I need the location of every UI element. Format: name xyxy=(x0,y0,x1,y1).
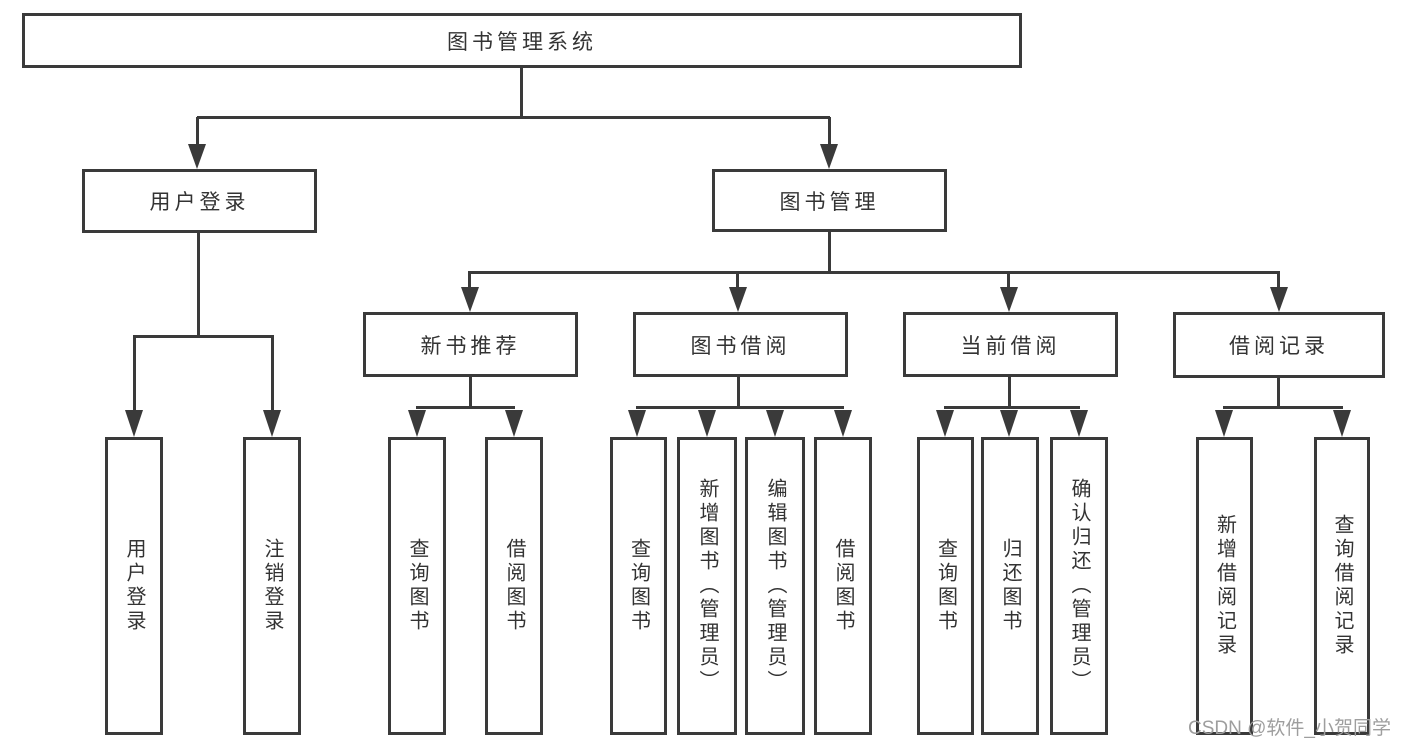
node-new-book-recommend: 新书推荐 xyxy=(363,312,578,377)
arrow-down-icon xyxy=(1215,410,1233,437)
connector-line xyxy=(197,233,200,337)
arrow-down-icon xyxy=(1333,410,1351,437)
leaf-add-book-admin: 新增图书（管理员） xyxy=(677,437,737,735)
watermark: CSDN @软件_小贺同学 xyxy=(1188,718,1391,739)
connector-line xyxy=(1277,271,1280,289)
node-label: 查询图书 xyxy=(406,538,428,634)
node-label: 当前借阅 xyxy=(960,334,1061,358)
node-current-borrow: 当前借阅 xyxy=(903,312,1118,377)
leaf-add-borrow-record: 新增借阅记录 xyxy=(1196,437,1253,735)
node-label: 查询借阅记录 xyxy=(1331,514,1353,658)
node-label: 新书推荐 xyxy=(420,334,521,358)
node-label: 归还图书 xyxy=(999,538,1021,634)
node-label: 确认归还（管理员） xyxy=(1068,478,1090,694)
node-book-borrow: 图书借阅 xyxy=(633,312,848,377)
connector-line xyxy=(271,335,274,413)
leaf-borrow-book: 借阅图书 xyxy=(814,437,872,735)
node-book-management: 图书管理 xyxy=(712,169,947,232)
leaf-query-book: 查询图书 xyxy=(610,437,667,735)
leaf-edit-book-admin: 编辑图书（管理员） xyxy=(745,437,805,735)
leaf-query-borrow-record: 查询借阅记录 xyxy=(1314,437,1370,735)
connector-line xyxy=(636,406,844,409)
node-label: 图书管理 xyxy=(779,190,880,214)
connector-line xyxy=(133,335,273,338)
arrow-down-icon xyxy=(729,287,747,312)
arrow-down-icon xyxy=(125,410,143,437)
arrow-down-icon xyxy=(408,410,426,437)
leaf-borrow-book: 借阅图书 xyxy=(485,437,543,735)
node-label: 新增借阅记录 xyxy=(1213,514,1236,658)
connector-line xyxy=(469,271,1279,274)
node-label: 图书借阅 xyxy=(690,334,791,358)
node-label: 用户登录 xyxy=(149,191,250,214)
connector-line xyxy=(196,117,199,147)
node-label: 用户登录 xyxy=(123,538,145,634)
node-user-login: 用户登录 xyxy=(82,169,317,233)
node-label: 借阅记录 xyxy=(1229,335,1329,358)
leaf-return-book: 归还图书 xyxy=(981,437,1039,735)
connector-line xyxy=(520,68,523,118)
node-library-system: 图书管理系统 xyxy=(22,13,1022,68)
node-label: 借阅图书 xyxy=(503,538,525,634)
arrow-down-icon xyxy=(1000,287,1018,312)
node-label: 编辑图书（管理员） xyxy=(764,478,786,694)
connector-line xyxy=(1007,271,1010,289)
node-label: 图书管理系统 xyxy=(447,30,597,54)
connector-line xyxy=(828,117,831,147)
connector-line xyxy=(133,335,136,413)
arrow-down-icon xyxy=(936,410,954,437)
arrow-down-icon xyxy=(505,410,523,437)
arrow-down-icon xyxy=(188,144,206,169)
node-label: 新增图书（管理员） xyxy=(696,478,718,694)
connector-line xyxy=(828,232,831,273)
arrow-down-icon xyxy=(820,144,838,169)
arrow-down-icon xyxy=(766,410,784,437)
node-label: 注销登录 xyxy=(261,538,283,634)
connector-line xyxy=(468,271,471,289)
arrow-down-icon xyxy=(698,410,716,437)
node-label: 查询图书 xyxy=(934,538,957,634)
arrow-down-icon xyxy=(1000,410,1018,437)
connector-line xyxy=(197,116,830,119)
connector-line xyxy=(416,406,515,409)
leaf-query-book: 查询图书 xyxy=(388,437,446,735)
arrow-down-icon xyxy=(461,287,479,312)
leaf-query-book: 查询图书 xyxy=(917,437,974,735)
connector-line xyxy=(737,377,740,408)
leaf-user-login: 用户登录 xyxy=(105,437,163,735)
connector-line xyxy=(469,377,472,408)
connector-line xyxy=(1008,377,1011,408)
arrow-down-icon xyxy=(1070,410,1088,437)
node-borrow-records: 借阅记录 xyxy=(1173,312,1385,378)
node-label: 查询图书 xyxy=(627,538,650,634)
leaf-confirm-return-admin: 确认归还（管理员） xyxy=(1050,437,1108,735)
connector-line xyxy=(736,271,739,289)
node-label: 借阅图书 xyxy=(832,538,854,634)
connector-line xyxy=(1277,378,1280,408)
arrow-down-icon xyxy=(628,410,646,437)
arrow-down-icon xyxy=(834,410,852,437)
arrow-down-icon xyxy=(1270,287,1288,312)
arrow-down-icon xyxy=(263,410,281,437)
connector-line xyxy=(1223,406,1343,409)
connector-line xyxy=(944,406,1080,409)
leaf-logout: 注销登录 xyxy=(243,437,301,735)
